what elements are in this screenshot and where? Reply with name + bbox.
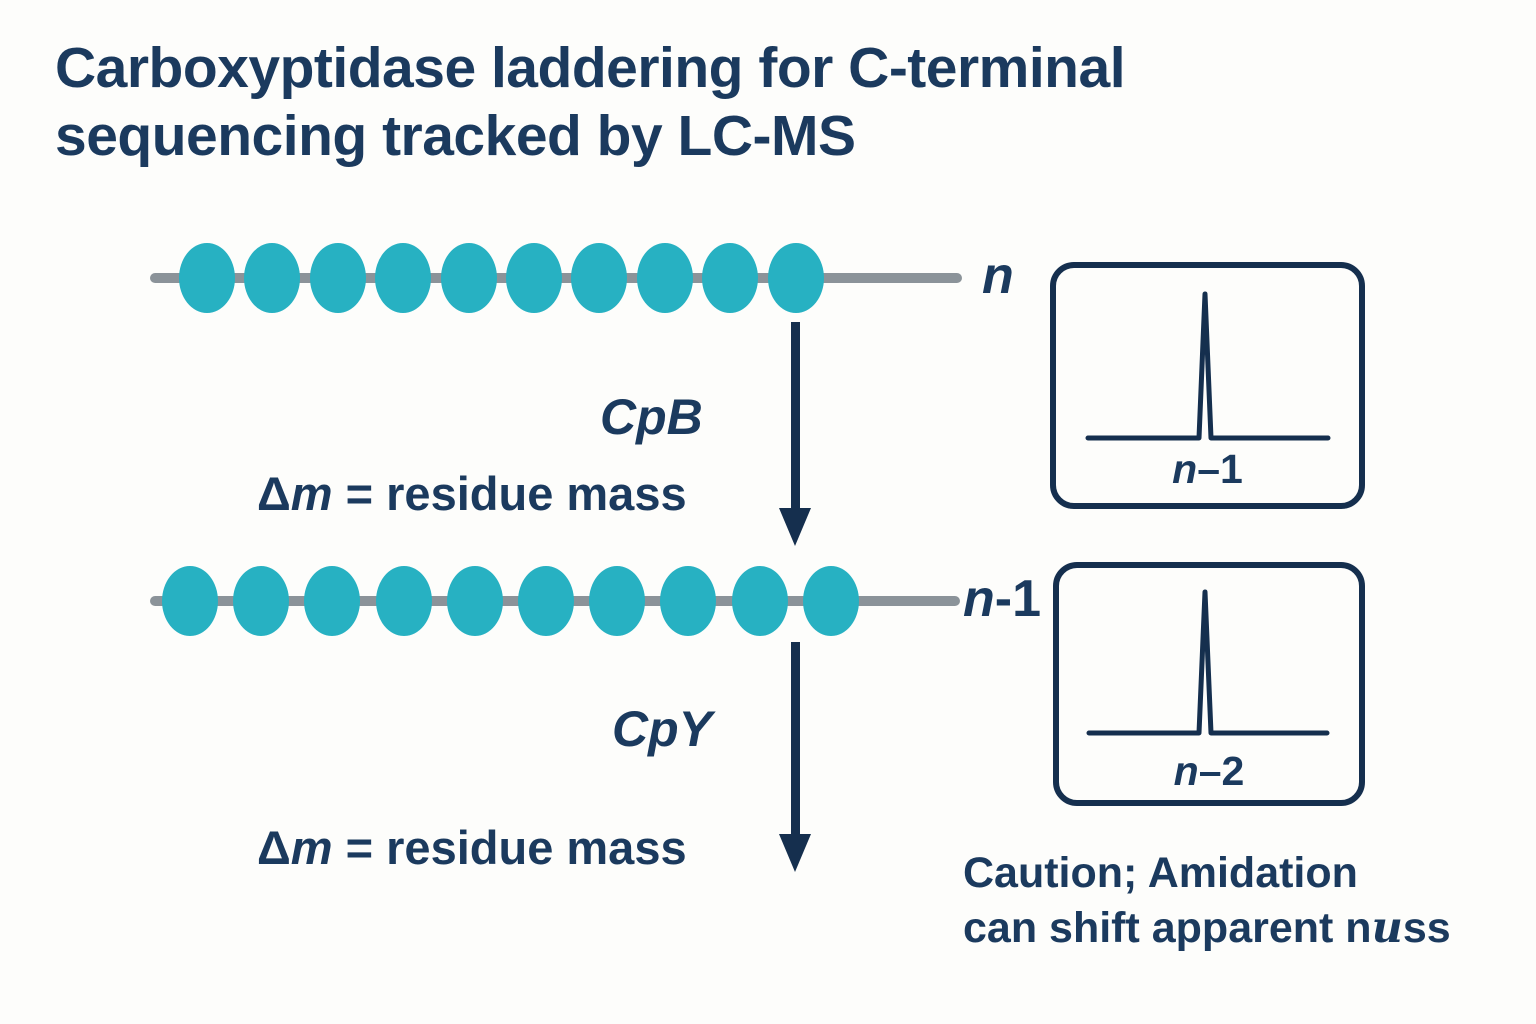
chain-2-mass-label: n-1 (963, 569, 1041, 629)
mass-spectrum-peak-1 (1085, 291, 1331, 441)
spectrum-label-n-minus-1-var: n (1172, 446, 1198, 492)
delta-variable-2: m (290, 821, 333, 874)
chain-1-mass-label: n (982, 246, 1014, 306)
delta-mass-note-2: Δm = residue mass (257, 820, 687, 875)
delta-text-1: = residue mass (332, 467, 687, 520)
caution-line-1: Caution; Amidation (963, 849, 1358, 897)
caution-line-2-italic-u: u (1371, 903, 1403, 954)
title-line-2: sequencing tracked by LC-MS (55, 104, 856, 169)
delta-variable-1: m (290, 467, 333, 520)
spectrum-label-n-minus-2-suffix: –2 (1198, 748, 1245, 794)
cleavage-arrow-2-head (779, 834, 811, 872)
caution-line-2: can shift apparent nuss (963, 901, 1451, 956)
peptide-backbone-line-1 (150, 273, 962, 283)
mass-spectrum-peak-2 (1086, 589, 1330, 736)
delta-text-2: = residue mass (332, 821, 687, 874)
cleavage-arrow-1-head (779, 508, 811, 546)
spectrum-label-n-minus-1-suffix: –1 (1197, 446, 1243, 492)
chain-1-mass-label-n: n (982, 247, 1014, 305)
cleavage-arrow-1-shaft (791, 322, 800, 512)
spectrum-label-n-minus-2-var: n (1173, 748, 1199, 794)
caution-line-2-post: ss (1402, 904, 1451, 953)
spectrum-label-n-minus-2: n–2 (1059, 748, 1359, 795)
delta-symbol-2: Δ (257, 821, 291, 874)
delta-mass-note-1: Δm = residue mass (257, 466, 687, 521)
caution-note: Caution; Amidation can shift apparent nu… (963, 846, 1451, 956)
chain-2-mass-label-suffix: -1 (994, 570, 1042, 628)
cleavage-arrow-2-shaft (791, 642, 800, 836)
delta-symbol-1: Δ (257, 467, 291, 520)
enzyme-label-cpy: CpY (612, 701, 712, 757)
spectrum-label-n-minus-1: n–1 (1056, 446, 1359, 493)
page-title: Carboxyptidase laddering for C-terminal … (55, 34, 1126, 171)
mass-spectrum-box-2: n–2 (1053, 562, 1365, 806)
peptide-backbone-line-2 (150, 596, 960, 606)
caution-line-2-pre: can shift apparent n (963, 904, 1372, 953)
chain-2-mass-label-n: n (963, 570, 995, 628)
title-line-1: Carboxyptidase laddering for C-terminal (55, 36, 1126, 100)
enzyme-label-cpb: CpB (600, 389, 703, 445)
mass-spectrum-box-1: n–1 (1050, 262, 1365, 509)
